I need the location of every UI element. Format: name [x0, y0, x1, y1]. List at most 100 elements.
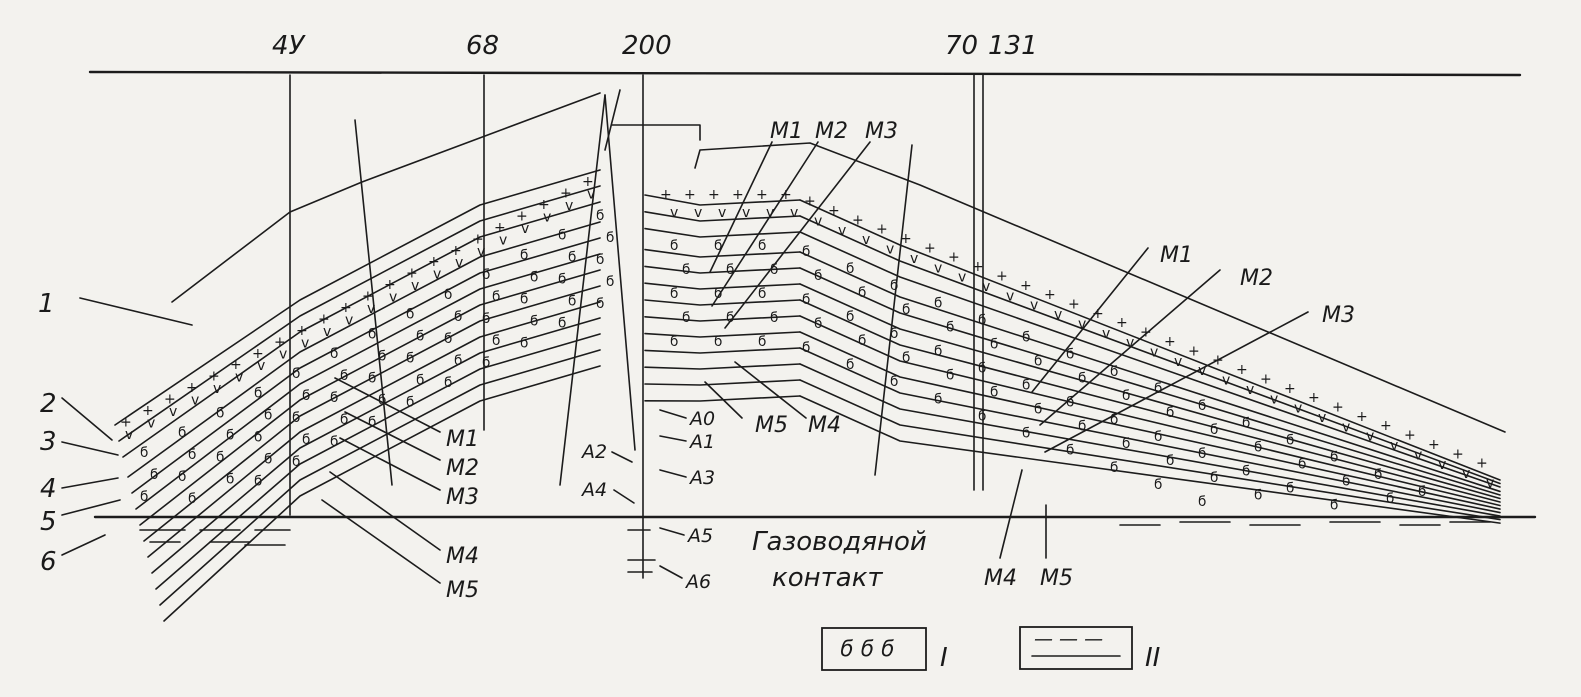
svg-text:+: +: [684, 187, 696, 203]
svg-text:v: v: [169, 404, 177, 420]
unit-number-2: 2: [40, 389, 57, 419]
svg-text:ϭ: ϭ: [1110, 364, 1119, 380]
svg-text:ϭ: ϭ: [858, 285, 867, 301]
formation-top-left: [171, 92, 601, 303]
svg-text:+: +: [1476, 456, 1488, 472]
svg-text:v: v: [367, 301, 375, 317]
svg-text:ϭ: ϭ: [758, 286, 767, 302]
svg-text:ϭ: ϭ: [670, 238, 679, 254]
svg-text:+: +: [1092, 306, 1104, 322]
svg-text:ϭ: ϭ: [596, 252, 605, 268]
formation-top-step: [611, 124, 701, 141]
svg-text:+: +: [1380, 418, 1392, 434]
svg-text:v: v: [1270, 391, 1278, 407]
unit-number-4: 4: [40, 474, 57, 504]
svg-text:ϭ: ϭ: [444, 331, 453, 347]
svg-text:ϭ: ϭ: [558, 272, 567, 288]
svg-text:v: v: [191, 392, 199, 408]
a-label-4: A4: [580, 479, 607, 501]
svg-text:ϭ: ϭ: [302, 432, 311, 448]
svg-text:v: v: [543, 209, 551, 225]
svg-text:ϭ: ϭ: [1034, 402, 1043, 418]
svg-text:+: +: [828, 203, 840, 219]
svg-text:ϭ: ϭ: [340, 368, 349, 384]
svg-text:v: v: [389, 290, 397, 306]
water-zone-hatch: [139, 521, 1491, 573]
svg-text:ϭ: ϭ: [596, 208, 605, 224]
svg-text:ϭ: ϭ: [1198, 398, 1207, 414]
svg-text:v: v: [670, 205, 678, 221]
svg-text:v: v: [838, 223, 846, 239]
svg-text:+: +: [1308, 390, 1320, 406]
svg-text:ϭ: ϭ: [1022, 378, 1031, 394]
svg-text:v: v: [1246, 382, 1254, 398]
svg-text:ϭ: ϭ: [416, 373, 425, 389]
svg-text:v: v: [323, 324, 331, 340]
svg-text:ϭ: ϭ: [814, 268, 823, 284]
svg-text:ϭ: ϭ: [1254, 439, 1263, 455]
svg-text:+: +: [384, 277, 396, 293]
svg-text:ϭ: ϭ: [846, 261, 855, 277]
legend-box-ii: [1019, 626, 1133, 670]
svg-text:v: v: [565, 198, 573, 214]
svg-text:ϭ: ϭ: [444, 375, 453, 391]
svg-text:ϭ: ϭ: [1154, 429, 1163, 445]
svg-text:v: v: [1222, 373, 1230, 389]
unit-number-6: 6: [40, 547, 57, 577]
svg-text:+: +: [516, 208, 528, 224]
svg-text:v: v: [718, 205, 726, 221]
svg-text:+: +: [732, 187, 744, 203]
svg-text:ϭ: ϭ: [714, 334, 723, 350]
svg-text:v: v: [910, 251, 918, 267]
svg-text:v: v: [1294, 401, 1302, 417]
svg-text:ϭ: ϭ: [368, 414, 377, 430]
svg-text:+: +: [208, 369, 220, 385]
formation-top-right: [694, 142, 1506, 433]
svg-text:ϭ: ϭ: [1066, 347, 1075, 363]
svg-text:ϭ: ϭ: [890, 278, 899, 294]
svg-text:ϭ: ϭ: [1342, 474, 1351, 490]
m-label-right-2: M2: [1240, 266, 1273, 291]
svg-text:ϭ: ϭ: [846, 309, 855, 325]
well-label-200: 200: [622, 31, 672, 61]
svg-text:ϭ: ϭ: [558, 228, 567, 244]
svg-text:ϭ: ϭ: [770, 262, 779, 278]
svg-text:ϭ: ϭ: [1210, 422, 1219, 438]
svg-text:v: v: [742, 205, 750, 221]
svg-text:+: +: [1164, 334, 1176, 350]
svg-text:v: v: [433, 267, 441, 283]
svg-text:ϭ: ϭ: [406, 307, 415, 323]
svg-text:+: +: [1116, 315, 1128, 331]
svg-text:ϭ: ϭ: [990, 336, 999, 352]
m-label-center-5: M5: [755, 413, 788, 438]
svg-text:+: +: [1236, 362, 1248, 378]
svg-text:ϭ: ϭ: [1154, 381, 1163, 397]
unit-number-3: 3: [40, 427, 57, 457]
legend-symbol-ii: — — —: [1034, 628, 1103, 650]
svg-text:ϭ: ϭ: [934, 295, 943, 311]
svg-text:ϭ: ϭ: [802, 340, 811, 356]
svg-text:ϭ: ϭ: [902, 302, 911, 318]
svg-text:v: v: [587, 187, 595, 203]
svg-text:ϭ: ϭ: [482, 311, 491, 327]
svg-text:ϭ: ϭ: [406, 395, 415, 411]
svg-text:ϭ: ϭ: [1078, 419, 1087, 435]
svg-text:+: +: [538, 197, 550, 213]
legend-box-i: [821, 627, 927, 671]
svg-text:ϭ: ϭ: [1122, 436, 1131, 452]
svg-text:+: +: [296, 323, 308, 339]
svg-text:ϭ: ϭ: [990, 384, 999, 400]
svg-text:ϭ: ϭ: [1154, 477, 1163, 493]
svg-text:v: v: [1462, 466, 1470, 482]
svg-text:+: +: [494, 220, 506, 236]
svg-text:v: v: [982, 279, 990, 295]
m-label-left-2: M2: [446, 456, 479, 481]
svg-text:+: +: [1356, 409, 1368, 425]
contact-label-line-1: Газоводяной: [752, 527, 927, 557]
a-label-1: A1: [688, 431, 715, 453]
svg-text:ϭ: ϭ: [368, 370, 377, 386]
svg-text:ϭ: ϭ: [890, 326, 899, 342]
svg-text:ϭ: ϭ: [1166, 453, 1175, 469]
svg-text:ϭ: ϭ: [292, 410, 301, 426]
m-label-right-3: M3: [1322, 303, 1355, 328]
